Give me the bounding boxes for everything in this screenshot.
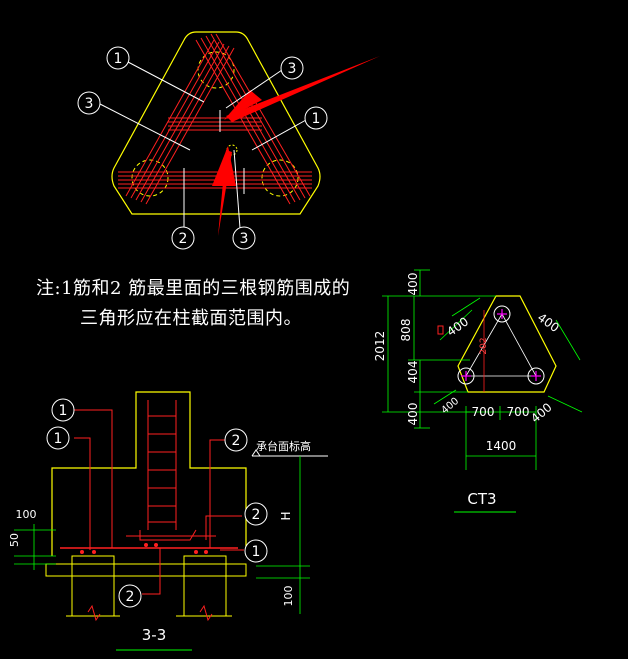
callout-3-bottom: 3 [232,226,256,250]
section-callout-2b: 2 [252,507,261,523]
plan-callouts: 1 3 3 1 2 3 [77,46,328,250]
break-mark-right [199,604,213,622]
dim-400-diag-br: 400 [528,400,555,425]
ct3-pile-top [493,305,511,323]
rebar-bundle-middle [168,117,262,131]
dim-700-right: 700 [507,405,530,419]
dim-404: 404 [406,361,420,384]
cap-top-label: 承台面标高 [256,439,311,453]
pile-circle-top [197,51,235,89]
callout-1-right: 1 [304,106,328,130]
pile-circle-left [131,159,169,197]
dim-50: 50 [8,533,21,547]
dim-400-top: 400 [406,273,420,296]
elevation-mark [251,449,261,457]
ct3-pile-left [457,367,475,385]
plan-leaders [99,61,307,229]
callout-3-top-right: 3 [280,56,304,80]
section-callout-2c: 2 [126,589,135,605]
section-callouts: 1 1 2 2 1 2 [46,398,268,608]
rebar-bundle-right [195,33,311,205]
dim-400-diag-left: 400 [444,314,471,339]
ct3-inner-triangle [465,313,537,377]
callout-3-text: 3 [85,96,94,112]
red-arrow-1 [226,56,380,122]
dim-202: 202 [479,337,489,354]
ct3-plan: 400 2012 808 404 400 400 400 400 400 700… [373,269,583,513]
callout-3-text: 3 [288,61,297,77]
section-right-dims [256,456,310,614]
section-leaders [74,409,244,595]
callout-1-text: 1 [312,111,321,127]
section-cap-outline [51,391,247,556]
ct3-pile-markers [461,309,541,381]
note-line-2: 三角形应在柱截面范围内。 [80,308,302,329]
pile-circle-right [261,159,299,197]
dim-700-left: 700 [472,405,495,419]
ct3-pile-right [527,367,545,385]
section-3-3: 1 1 2 2 1 2 承台面标高 H 100 100 50 [8,391,328,651]
cap-outline [111,31,321,215]
section-left-dims [14,524,56,570]
dim-808: 808 [399,319,413,342]
ct3-outline [457,295,557,393]
section-callout-1a: 1 [59,403,68,419]
break-mark-left [87,604,101,622]
section-pile-right [183,555,227,617]
section-column-rebar [126,400,216,541]
red-arrow-1-head [224,90,262,120]
ct3-column-mark [437,325,444,335]
callout-2-bottom: 2 [171,226,195,250]
ct3-title: CT3 [467,490,496,508]
section-callout-2a: 2 [232,433,241,449]
dim-2012: 2012 [373,331,387,362]
callout-1-top-left: 1 [106,46,130,70]
dim-400-bottom: 400 [406,403,420,426]
section-callout-1c: 1 [252,544,261,560]
ct3-dimensions [382,269,583,470]
rebar-dots [80,543,208,554]
callout-3-text: 3 [240,231,249,247]
dim-100-left: 100 [16,508,37,521]
dim-400-diag-right: 400 [535,310,562,335]
callout-2-text: 2 [179,231,188,247]
callout-3-left: 3 [77,91,101,115]
note-line-1: 注:1筋和2 筋最里面的三根钢筋围成的 [36,278,351,299]
column-circle-a [226,144,238,156]
section-base [45,563,247,577]
callout-1-text: 1 [114,51,123,67]
dim-H: H [279,511,293,520]
red-arrow-2-head [212,146,236,186]
section-pile-left [71,555,115,617]
dim-100-right: 100 [282,586,295,607]
triangle-cap-plan: 1 3 3 1 2 3 [77,31,380,250]
section-callout-1b: 1 [54,431,63,447]
section-title: 3-3 [142,626,167,644]
dim-1400: 1400 [486,439,517,453]
ct3-dim-texts: 400 2012 808 404 400 400 400 400 400 700… [373,273,562,453]
